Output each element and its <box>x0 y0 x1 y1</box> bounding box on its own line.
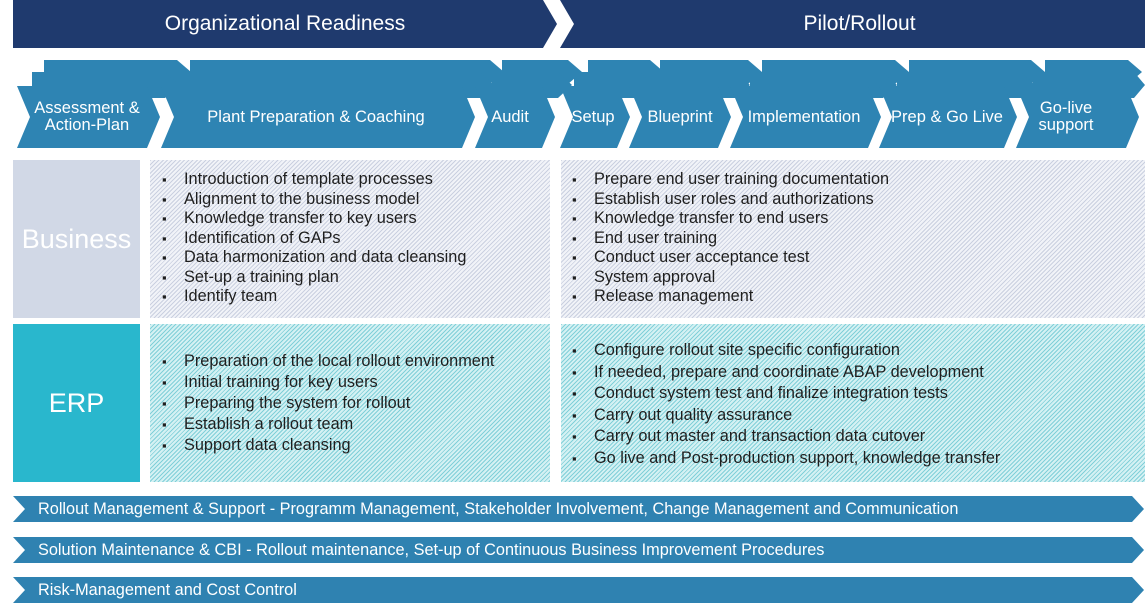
step-chevron-blueprint <box>629 86 731 148</box>
list-item: Knowledge transfer to key users <box>162 209 466 229</box>
list-item: Initial training for key users <box>162 372 494 393</box>
step-label-audit: Audit <box>491 107 529 126</box>
row-label-erp: ERP <box>13 324 140 482</box>
row-label-business: Business <box>13 160 140 318</box>
list-item: Preparing the system for rollout <box>162 393 494 414</box>
step-label-prep-go-live: Prep & Go Live <box>891 107 1003 126</box>
step-label-assessment: Assessment & Action-Plan <box>34 99 140 134</box>
list-item: Preparation of the local rollout environ… <box>162 351 494 372</box>
list-item: Establish user roles and authorizations <box>572 190 889 210</box>
list-item: Set-up a training plan <box>162 268 466 288</box>
erp-organizational-panel: Preparation of the local rollout environ… <box>150 324 550 482</box>
list-item: Conduct system test and finalize integra… <box>572 383 1000 405</box>
step-label-plant-preparation: Plant Preparation & Coaching <box>207 107 425 126</box>
list-item: Establish a rollout team <box>162 414 494 435</box>
list-item: Support data cleansing <box>162 435 494 456</box>
step-chevron-implementation <box>730 86 881 148</box>
list-item: Knowledge transfer to end users <box>572 209 889 229</box>
step-label-implementation: Implementation <box>747 107 861 126</box>
step-label-blueprint: Blueprint <box>647 107 713 126</box>
list-item: Prepare end user training documentation <box>572 170 889 190</box>
bar-label-risk-management: Risk-Management and Cost Control <box>38 580 297 599</box>
step-chevron-audit <box>475 86 555 148</box>
phase-title-pilot-rollout: Pilot/Rollout <box>803 12 916 35</box>
phase-title-organizational-readiness: Organizational Readiness <box>164 12 406 35</box>
step-chevron-go-live-support <box>1016 86 1139 148</box>
step-label-go-live-support: Go-live support <box>1038 99 1094 134</box>
bar-arrow-rollout-management <box>13 496 1144 522</box>
business-organizational-panel: Introduction of template processes Align… <box>150 160 550 318</box>
bar-label-rollout-management: Rollout Management & Support - Programm … <box>38 499 959 518</box>
list-item: System approval <box>572 268 889 288</box>
bar-arrow-solution-maintenance <box>13 537 1144 563</box>
list-item: Alignment to the business model <box>162 190 466 210</box>
phase-chevron-organizational-readiness <box>13 0 557 48</box>
step-chevrons <box>17 86 1139 148</box>
erp-organizational-list: Preparation of the local rollout environ… <box>162 351 494 456</box>
business-organizational-list: Introduction of template processes Align… <box>162 170 466 307</box>
erp-pilot-list: Configure rollout site specific configur… <box>572 340 1000 469</box>
step-chevron-prep-go-live <box>879 86 1017 148</box>
list-item: Identify team <box>162 287 466 307</box>
list-item: Release management <box>572 287 889 307</box>
list-item: Identification of GAPs <box>162 229 466 249</box>
step-chevron-setup <box>560 86 630 148</box>
phase-chevron-pilot-rollout <box>560 0 1145 48</box>
bar-label-solution-maintenance: Solution Maintenance & CBI - Rollout mai… <box>38 540 825 559</box>
list-item: Introduction of template processes <box>162 170 466 190</box>
step-label-setup: Setup <box>571 107 615 126</box>
business-pilot-list: Prepare end user training documentation … <box>572 170 889 307</box>
list-item: Data harmonization and data cleansing <box>162 248 466 268</box>
list-item: Conduct user acceptance test <box>572 248 889 268</box>
erp-pilot-panel: Configure rollout site specific configur… <box>561 324 1145 482</box>
bar-arrow-risk-management <box>13 577 1144 603</box>
list-item: Configure rollout site specific configur… <box>572 340 1000 362</box>
list-item: Go live and Post-production support, kno… <box>572 448 1000 470</box>
list-item: Carry out master and transaction data cu… <box>572 426 1000 448</box>
list-item: End user training <box>572 229 889 249</box>
list-item: Carry out quality assurance <box>572 405 1000 427</box>
business-pilot-panel: Prepare end user training documentation … <box>561 160 1145 318</box>
step-chevron-assessment <box>17 86 160 148</box>
list-item: If needed, prepare and coordinate ABAP d… <box>572 362 1000 384</box>
step-chevron-plant-preparation <box>161 86 475 148</box>
